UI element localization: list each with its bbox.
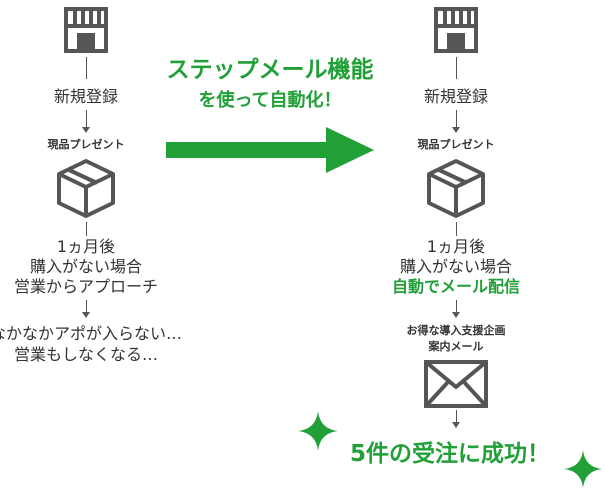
store-icon xyxy=(64,7,108,53)
arrow-down-icon xyxy=(82,127,90,133)
box-icon xyxy=(427,159,485,218)
right-step-signup: 新規登録 xyxy=(423,87,489,106)
arrow-down-icon xyxy=(452,312,460,318)
sparkle-icon xyxy=(564,450,602,488)
sparkle-icon xyxy=(298,411,338,451)
arrow-down-icon xyxy=(452,422,460,428)
store-icon xyxy=(434,7,478,53)
mail-icon xyxy=(424,360,488,408)
auto-mail-highlight: 自動でメール配信 xyxy=(391,277,521,296)
box-icon xyxy=(57,159,115,218)
headline-automation: を使って自動化！ xyxy=(198,90,342,111)
arrow-down-icon xyxy=(82,312,90,318)
left-step-signup: 新規登録 xyxy=(53,87,119,106)
arrow-down-icon xyxy=(452,127,460,133)
left-step-gift: 現品プレゼント xyxy=(47,138,125,151)
headline-step-mail: ステップメール機能 xyxy=(166,57,374,83)
result-success: 5件の受注に成功！ xyxy=(349,441,551,467)
arrow-right-icon xyxy=(166,127,374,173)
right-step-gift: 現品プレゼント xyxy=(417,138,495,151)
